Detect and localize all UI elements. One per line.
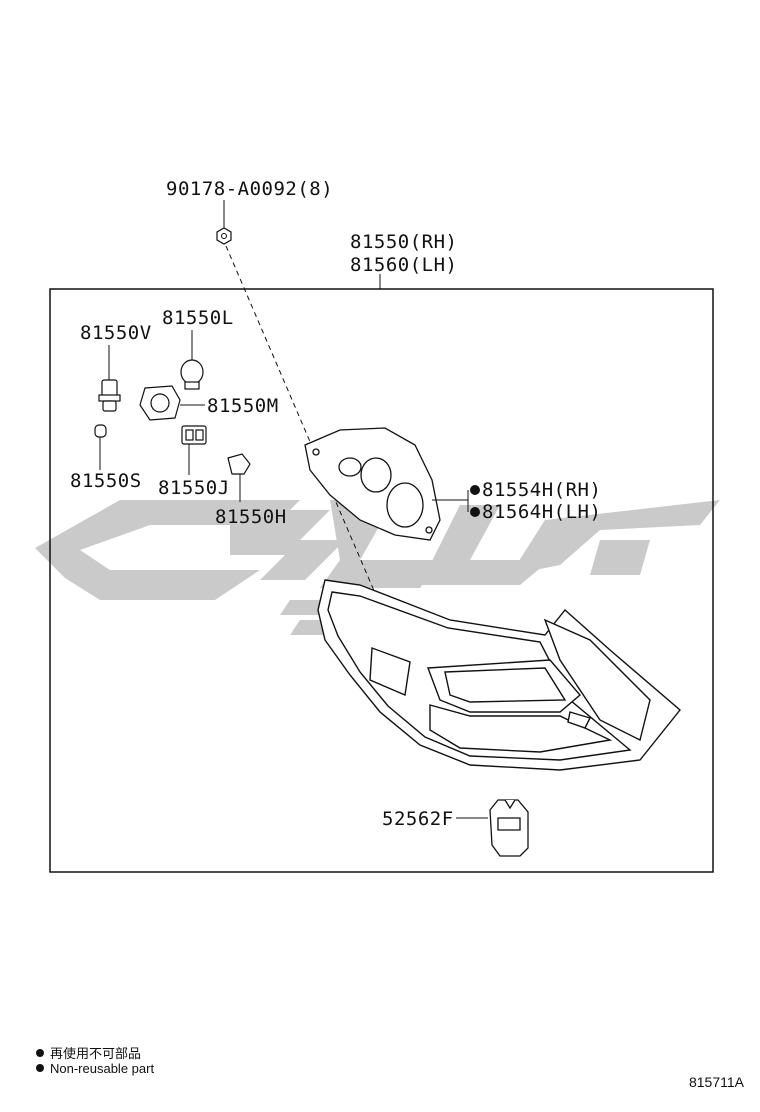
- bullet-dot-icon: [36, 1049, 44, 1057]
- socket-81550v-shape: [98, 345, 121, 412]
- non-reusable-dot-icon: [470, 507, 480, 517]
- bulb-81550h-shape: [227, 453, 251, 502]
- part-label-81550s: 81550S: [70, 470, 142, 492]
- non-reusable-dot-icon: [470, 485, 480, 495]
- dashed-assembly-line: [225, 245, 379, 601]
- assembly-frame: [49, 288, 714, 873]
- part-label-81550v: 81550V: [80, 322, 152, 344]
- part-label-90178: 90178-A0092(8): [166, 178, 334, 200]
- screw-nut-shape: [216, 227, 232, 245]
- gasket-plate-shape: [304, 427, 441, 541]
- legend-cn: 再使用不可部品: [36, 1043, 141, 1062]
- part-label-81550h: 81550H: [215, 506, 287, 528]
- part-label-81564h: 81564H(LH): [470, 501, 601, 523]
- bullet-dot-icon: [36, 1064, 44, 1072]
- watermark-logo: [35, 500, 720, 635]
- part-label-81564h-text: 81564H(LH): [482, 501, 602, 523]
- socket-81550m-shape: [139, 385, 205, 421]
- bulb-81550l-shape: [180, 330, 204, 390]
- part-label-52562f: 52562F: [382, 808, 454, 830]
- part-label-81550j: 81550J: [158, 477, 230, 499]
- legend-en-text: Non-reusable part: [50, 1061, 155, 1076]
- legend-en: Non-reusable part: [36, 1061, 154, 1076]
- tail-lamp-shape: [317, 579, 681, 771]
- part-label-81560-lh: 81560(LH): [350, 254, 458, 276]
- part-label-81550-rh: 81550(RH): [350, 231, 458, 253]
- connector-81550j-shape: [181, 425, 207, 475]
- part-label-81550l: 81550L: [162, 307, 234, 329]
- legend-cn-text: 再使用不可部品: [50, 1046, 142, 1061]
- part-label-81550m: 81550M: [207, 395, 279, 417]
- figure-code: 815711A: [688, 1074, 744, 1090]
- part-label-81554h: 81554H(RH): [470, 479, 601, 501]
- clip-shape: [489, 799, 529, 857]
- bulb-81550s-shape: [94, 424, 107, 470]
- part-label-81554h-text: 81554H(RH): [482, 479, 602, 501]
